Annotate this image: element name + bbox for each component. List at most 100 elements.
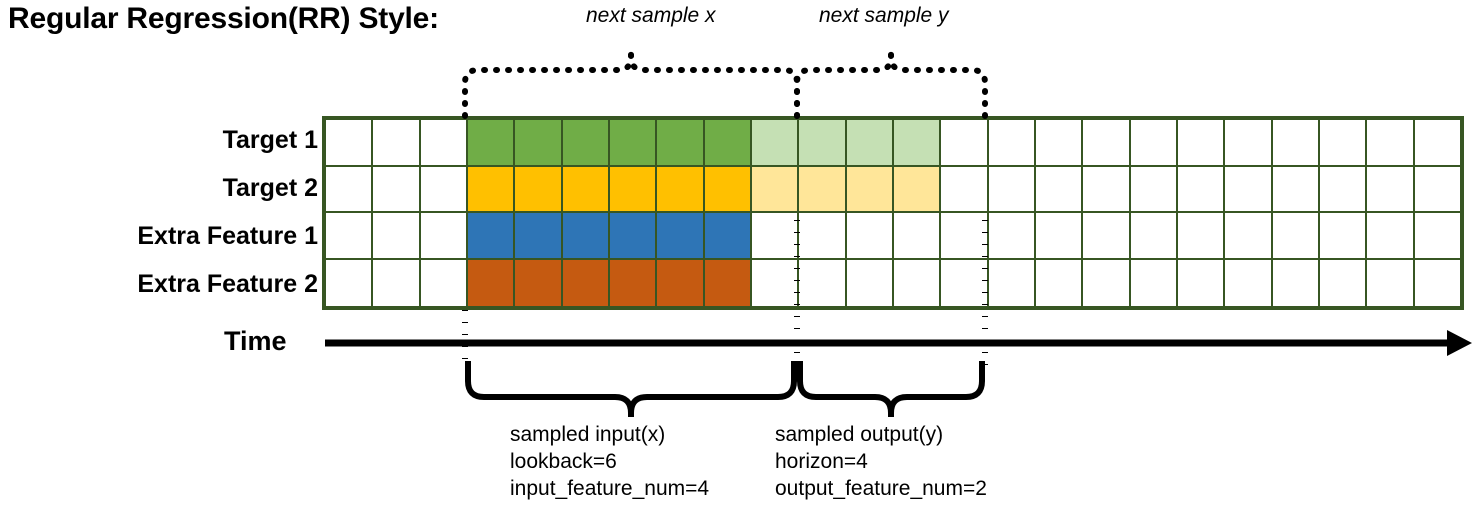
grid-cell-empty [893,213,940,258]
grid-cell-light-yellow [893,166,940,211]
grid-cell-light-yellow [751,166,798,211]
grid-cell-empty [1225,213,1271,258]
grid-cell-light-green [893,120,940,165]
grid-cell-light-green [799,120,845,165]
grid-cell-empty [1272,259,1318,306]
grid-cell-empty [373,213,419,258]
grid-cell-empty [1272,120,1318,165]
top-brace-next-sample-y [794,45,988,119]
grid-cell-light-yellow [846,166,892,211]
grid-cell-empty [420,166,466,211]
grid-cell-blue [704,213,750,258]
grid-cell-orange [657,259,703,306]
grid-cell-yellow [467,166,514,211]
grid-cell-empty [1083,166,1129,211]
grid-cell-empty [1177,213,1224,258]
grid-cell-empty [1083,120,1129,165]
grid-cell-empty [1319,166,1366,211]
timeline-grid [322,116,1464,310]
grid-cell-yellow [562,166,608,211]
grid-cell-empty [799,259,845,306]
grid-cell-empty [326,213,372,258]
grid-cell-orange [562,259,608,306]
axis-label-time: Time [224,326,287,356]
grid-cell-blue [515,213,561,258]
grid-cell-empty [988,166,1034,211]
grid-row [326,259,1460,306]
grid-cell-orange [609,259,656,306]
top-brace-next-sample-x [462,45,800,119]
grid-cell-empty [1130,259,1176,306]
grid-cell-green [562,120,608,165]
page-title: Regular Regression(RR) Style: [8,2,439,35]
grid-cell-empty [1083,259,1129,306]
grid-cell-empty [941,120,987,165]
grid-cell-empty [988,120,1034,165]
grid-cell-empty [1414,120,1460,165]
grid-cell-empty [799,213,845,258]
grid-cell-empty [1035,213,1082,258]
grid-cell-orange [515,259,561,306]
grid-row [326,120,1460,167]
grid-row [326,166,1460,214]
grid-cell-empty [326,166,372,211]
bottom-brace-input [465,361,797,417]
time-axis-arrow [325,330,1472,356]
grid-cell-empty [1414,259,1460,306]
grid-cell-yellow [704,166,750,211]
grid-cell-empty [893,259,940,306]
grid-cell-orange [704,259,750,306]
row-label-extra-feature-2: Extra Feature 2 [137,270,318,298]
grid-cell-blue [609,213,656,258]
grid-cell-empty [373,120,419,165]
grid-cell-empty [1177,166,1224,211]
grid-cell-blue [562,213,608,258]
grid-cell-green [467,120,514,165]
grid-cell-empty [1177,120,1224,165]
bottom-brace-output [797,361,985,417]
grid-cell-empty [1035,120,1082,165]
grid-cell-yellow [515,166,561,211]
grid-cell-yellow [609,166,656,211]
grid-cell-empty [941,166,987,211]
grid-cell-empty [1130,213,1176,258]
caption-line: input_feature_num=4 [510,477,710,500]
grid-cell-empty [1083,213,1129,258]
grid-cell-blue [657,213,703,258]
grid-cell-empty [326,120,372,165]
bottom-bracket-caption-output: sampled output(y) horizon=4 output_featu… [775,421,987,502]
grid-cell-green [515,120,561,165]
row-label-extra-feature-1: Extra Feature 1 [137,222,318,250]
grid-cell-empty [1130,166,1176,211]
grid-cell-empty [751,259,798,306]
grid-cell-empty [1225,166,1271,211]
grid-cell-empty [988,259,1034,306]
grid-cell-empty [326,259,372,306]
grid-cell-empty [373,166,419,211]
bottom-bracket-caption-input: sampled input(x) lookback=6 input_featur… [510,421,709,502]
grid-cell-empty [941,213,987,258]
grid-cell-empty [420,120,466,165]
row-label-target-2: Target 2 [222,174,318,202]
grid-cell-empty [1319,120,1366,165]
grid-cell-empty [1225,120,1271,165]
grid-cell-empty [420,259,466,306]
grid-cell-empty [1177,259,1224,306]
grid-cell-empty [1414,166,1460,211]
grid-cell-empty [1035,259,1082,306]
grid-cell-empty [373,259,419,306]
grid-cell-empty [1272,213,1318,258]
grid-cell-yellow [657,166,703,211]
caption-line: lookback=6 [510,450,617,473]
grid-cell-empty [988,213,1034,258]
top-bracket-caption-next-sample-y: next sample y [819,4,949,27]
grid-cell-empty [420,213,466,258]
caption-line: sampled output(y) [775,423,944,446]
grid-cell-empty [1414,213,1460,258]
grid-cell-green [704,120,750,165]
grid-cell-orange [467,259,514,306]
grid-cell-light-yellow [799,166,845,211]
grid-cell-green [609,120,656,165]
grid-cell-empty [1319,213,1366,258]
